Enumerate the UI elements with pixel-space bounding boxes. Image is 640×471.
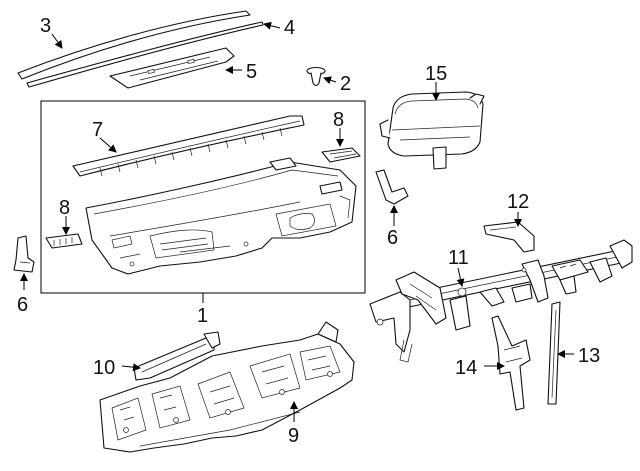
part-6-bracket-left <box>13 235 35 273</box>
leader-3 <box>51 33 63 49</box>
callout-10: 10 <box>93 357 115 379</box>
callout-2: 2 <box>340 73 351 95</box>
callout-8-right: 8 <box>333 109 344 131</box>
callouts: 3 4 5 2 15 7 8 8 6 6 12 11 1 10 9 14 13 <box>17 15 600 447</box>
callout-13: 13 <box>578 345 600 367</box>
part-12-brace <box>483 221 535 253</box>
part-8-vent-right <box>321 147 361 163</box>
leader-10 <box>121 363 141 372</box>
leader-4 <box>263 21 281 30</box>
callout-15: 15 <box>425 63 447 85</box>
part-7-upper-trim <box>72 115 305 177</box>
leader-lines <box>20 21 574 422</box>
part-8-vent-left <box>45 233 83 249</box>
part-10-duct <box>133 331 221 381</box>
part-11-crossbeam <box>369 239 633 363</box>
part-5-panel <box>109 47 235 89</box>
part-9-lower-carrier <box>99 321 355 453</box>
callout-1: 1 <box>197 305 208 327</box>
part-14-center-brace <box>491 315 531 411</box>
callout-6-left: 6 <box>17 294 28 316</box>
callout-8-left: 8 <box>59 197 70 219</box>
callout-9: 9 <box>288 425 299 447</box>
callout-4: 4 <box>284 17 295 39</box>
leader-7 <box>99 137 117 153</box>
part-6-bracket-right <box>375 169 409 205</box>
part-15-airbag-module <box>379 91 485 170</box>
part-13-vertical-brace <box>547 301 561 405</box>
callout-6-right: 6 <box>387 227 398 249</box>
leader-11 <box>456 267 465 287</box>
callout-14: 14 <box>455 357 477 379</box>
callout-11: 11 <box>448 247 469 269</box>
part-3-molding <box>17 10 251 80</box>
leader-2 <box>323 76 337 85</box>
part-4-molding <box>26 21 264 88</box>
part-2-clip <box>306 66 326 87</box>
instrument-panel-pad <box>85 157 357 275</box>
callout-3: 3 <box>40 15 51 37</box>
callout-12: 12 <box>507 191 529 213</box>
callout-5: 5 <box>246 61 257 83</box>
callout-7: 7 <box>92 119 103 141</box>
